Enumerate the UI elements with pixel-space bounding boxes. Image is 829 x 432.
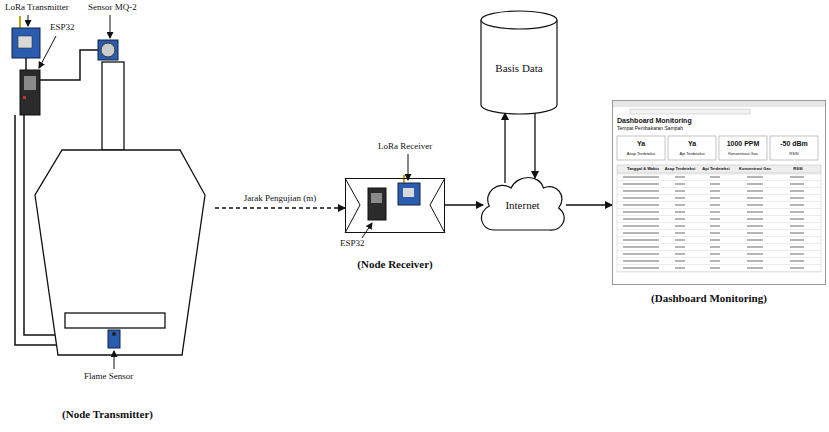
receiver-parts [368,175,420,220]
dashboard-text: Asap Terdeteksi [627,152,655,156]
node-text: (Node Receiver) [286,258,504,271]
connector-arrow [534,113,535,178]
edge-label: Jarak Pengujian (m) [242,193,318,203]
part-label: ESP32 [50,23,75,33]
dashboard-text: Asap Terdeteksi [665,167,696,171]
dashboard-text: Dashboard Monitoring [617,117,692,125]
database-cylinder: Basis Data [480,10,558,115]
internet-cloud: Internet [475,170,570,240]
dashboard-text: Konsentrasi Gas [739,167,771,171]
connector-arrow [504,113,505,183]
esp32-board [20,70,40,115]
dashboard-text: Ya [637,140,645,148]
dashboard-text: -50 dBm [780,140,808,148]
part-label: Flame Sensor [84,372,133,382]
part-label: LoRa Receiver [378,142,432,152]
dashboard-text: RSSI [793,167,802,171]
dashboard-text: Tempat Pembakaran Sampah [617,126,683,132]
dashboard-text: Konsentrasi Gas [728,152,758,156]
dashboard-text: 1000 PPM [727,140,760,148]
connector-arrow [566,204,612,205]
receiver-envelope [345,178,445,233]
connector-arrow [215,207,345,208]
receiver-node: (Node Receiver) [345,178,445,233]
incinerator [35,62,205,355]
node-text: (Node Transmitter) [0,408,215,421]
lora-transmitter-module [12,16,40,58]
part-label: LoRa Transmitter [5,3,69,13]
connector-arrow [445,204,483,205]
leader-lines [28,15,408,369]
node-text: Internet [475,199,570,212]
dashboard-text: Ya [688,140,696,148]
part-label: ESP32 [340,239,365,249]
part-label: Sensor MQ-2 [88,3,137,13]
dashboard-text: Tanggal & Waktu [627,167,659,171]
transmitter-node: (Node Transmitter) [0,0,215,425]
node-text: (Dashboard Monitoring) [593,292,825,305]
node-text: Basis Data [480,61,558,74]
mq2-sensor [98,40,118,60]
flame-sensor [108,330,120,348]
dashboard-text: Api Terdeteksi [679,152,704,156]
dashboard-text: Api Terdeteksi [702,167,729,171]
dashboard-screenshot [612,100,826,285]
dashboard-text: RSSI [789,152,798,156]
